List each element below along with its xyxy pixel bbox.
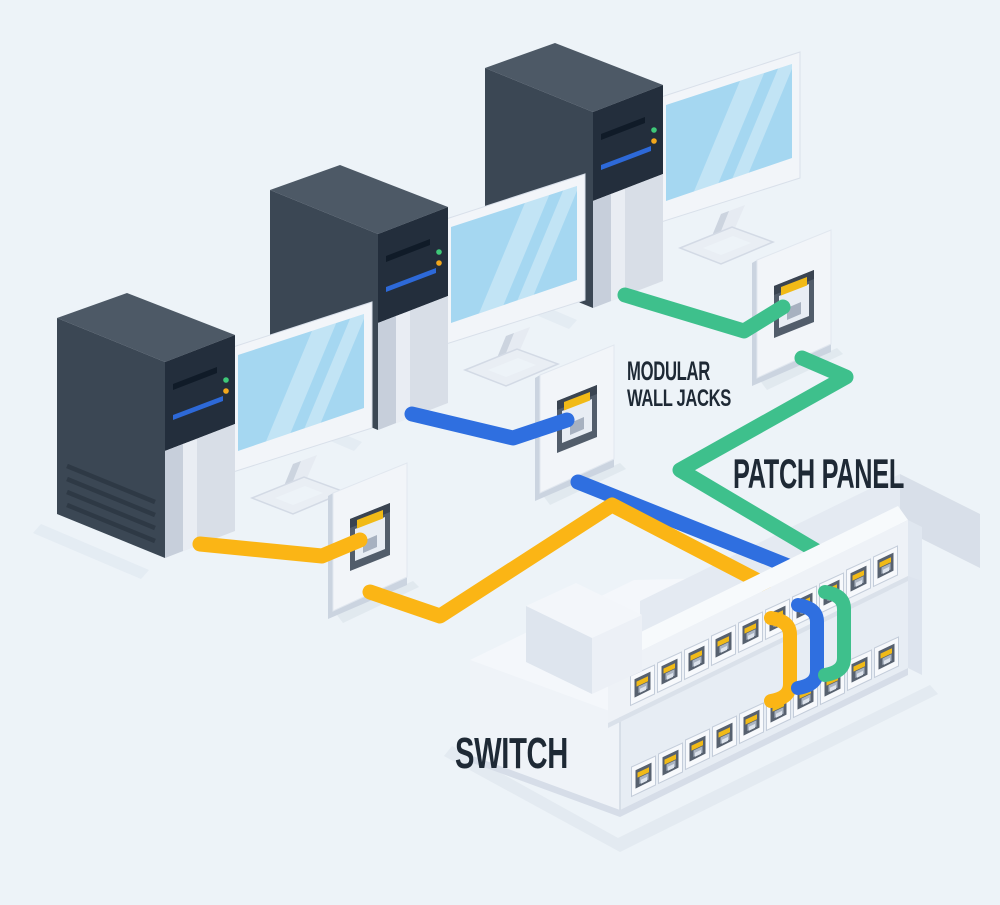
modular-wall-jacks-label-line2: WALL JACKS xyxy=(627,385,731,412)
switch-front-left-face xyxy=(470,660,620,810)
green-cable-jack-to-panel xyxy=(672,350,854,561)
patch-panel-top-face xyxy=(598,506,908,667)
modular-wall-jacks-label-line1: MODULAR xyxy=(627,356,710,386)
blue-cable-jack-to-panel xyxy=(570,474,796,574)
station-cables-to-jacks xyxy=(192,287,791,564)
switch-shadow xyxy=(444,685,938,852)
station-cables-to-panel xyxy=(362,350,854,624)
labels: MODULAR WALL JACKS PATCH PANEL SWITCH xyxy=(455,356,905,778)
patch-panel-right-cap xyxy=(908,520,922,581)
switch-right-cap xyxy=(908,573,922,675)
switch-label: SWITCH xyxy=(455,729,568,778)
patch-panel-label: PATCH PANEL xyxy=(733,450,904,497)
patch-panel xyxy=(598,506,922,728)
blue-cable-computer-to-jack xyxy=(404,406,575,446)
green-cable-computer-to-jack xyxy=(617,287,791,339)
yellow-cable-jack-to-panel xyxy=(362,497,772,624)
yellow-cable-computer-to-jack xyxy=(192,532,368,564)
switch-top-block xyxy=(526,583,642,694)
